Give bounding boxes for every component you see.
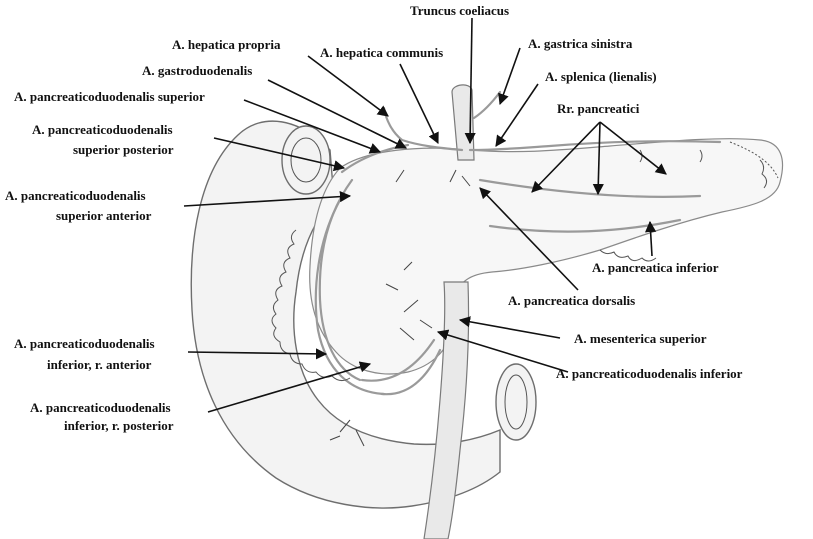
label-gastrica-sinistra: A. gastrica sinistra: [528, 36, 633, 51]
label-hepatica-propria: A. hepatica propria: [172, 37, 281, 52]
label-pd-inf-anterior-line1: A. pancreaticoduodenalis: [14, 336, 155, 351]
label-pd-inferior: A. pancreaticoduodenalis inferior: [556, 366, 743, 381]
arrow-gastrica-sinistra: [500, 48, 520, 104]
label-pd-sup-anterior-line2: superior anterior: [56, 208, 152, 223]
label-pancreatica-dorsalis: A. pancreatica dorsalis: [508, 293, 635, 308]
label-pd-sup-posterior-line1: A. pancreaticoduodenalis: [32, 122, 173, 137]
label-pancreatica-inferior: A. pancreatica inferior: [592, 260, 719, 275]
label-splenica: A. splenica (lienalis): [545, 69, 657, 84]
label-hepatica-communis: A. hepatica communis: [320, 45, 443, 60]
arrow-splenica: [496, 84, 538, 146]
arrow-mesenterica-superior: [460, 320, 560, 338]
label-pd-sup-posterior-line2: superior posterior: [73, 142, 174, 157]
label-rr-pancreatici: Rr. pancreatici: [557, 101, 640, 116]
arrow-hepatica-communis: [400, 64, 438, 143]
label-pd-sup-anterior-line1: A. pancreaticoduodenalis: [5, 188, 146, 203]
label-mesenterica-superior: A. mesenterica superior: [574, 331, 707, 346]
label-pd-superior: A. pancreaticoduodenalis superior: [14, 89, 205, 104]
label-gastroduodenalis: A. gastroduodenalis: [142, 63, 252, 78]
arrow-hepatica-propria: [308, 56, 388, 116]
label-pd-inf-posterior-line1: A. pancreaticoduodenalis: [30, 400, 171, 415]
label-truncus-coeliacus: Truncus coeliacus: [410, 3, 509, 18]
label-pd-inf-anterior-line2: inferior, r. anterior: [47, 357, 152, 372]
label-pd-inf-posterior-line2: inferior, r. posterior: [64, 418, 174, 433]
